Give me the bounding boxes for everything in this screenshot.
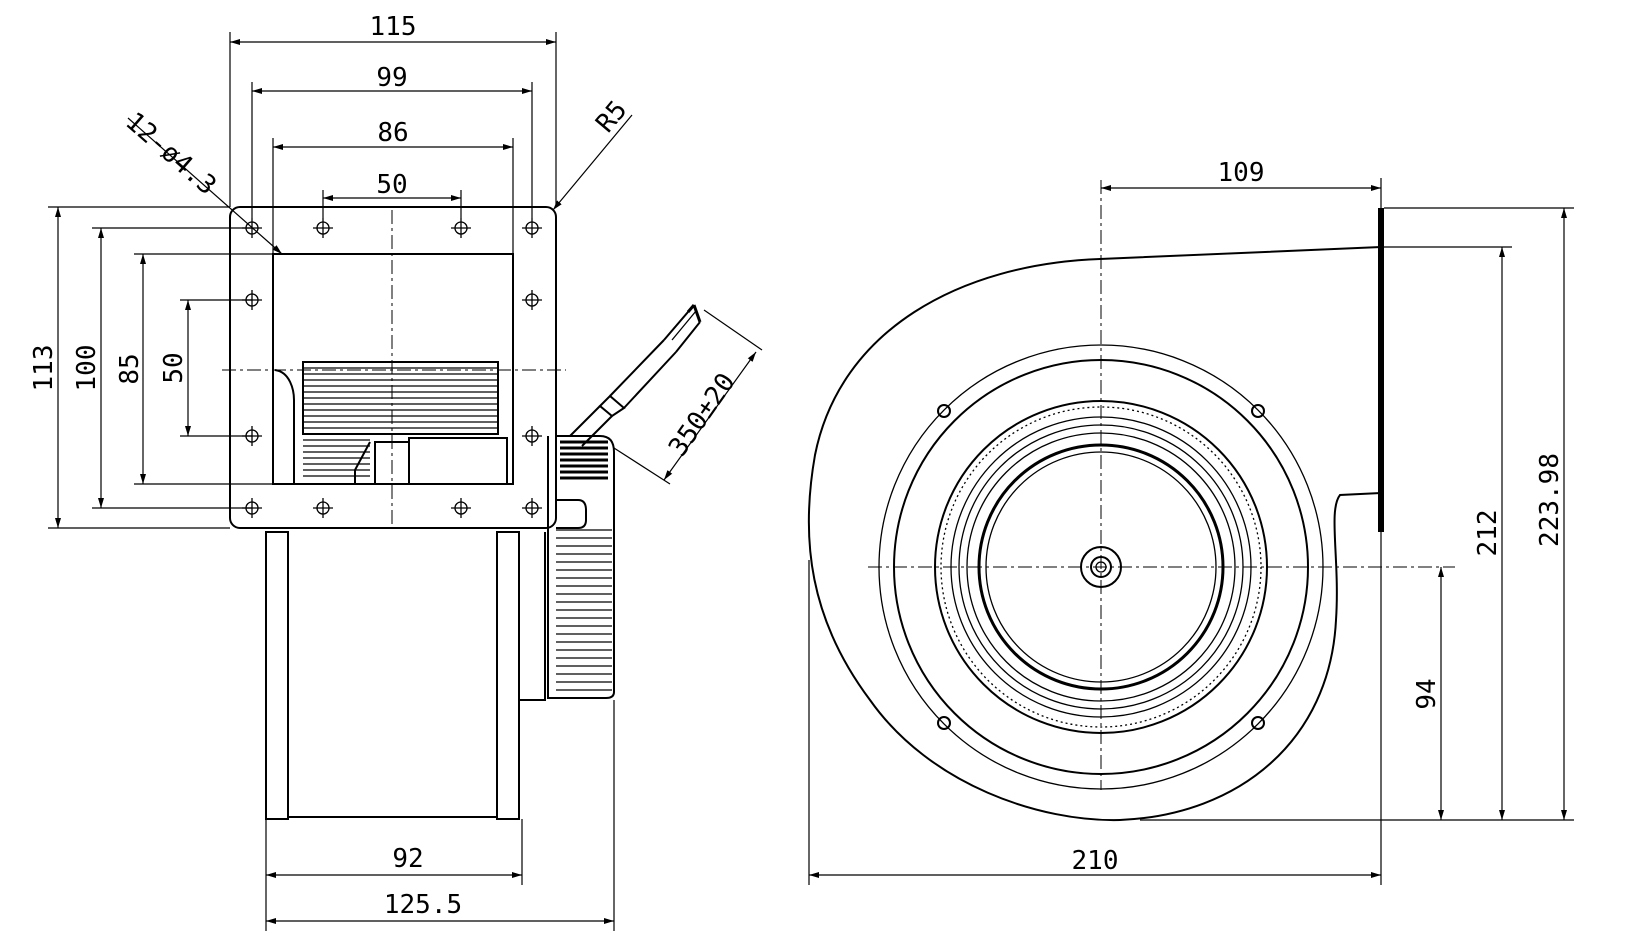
dim-100: 100 [72,227,252,509]
hole-icon [313,218,333,238]
dim-99: 99 [251,63,533,218]
dim-109-label: 109 [1218,158,1265,188]
hole-icon [522,290,542,310]
impeller-front [274,361,508,485]
dim-50-v-label: 50 [159,352,189,383]
hole-icon [522,218,542,238]
dim-92-label: 92 [392,844,423,874]
dim-86-label: 86 [377,118,408,148]
cable-length-label: 350±20 [663,368,741,462]
dim-50-h-label: 50 [376,170,407,200]
motor [547,435,615,699]
hole-icon [451,498,471,518]
scroll-housing [807,246,1382,822]
dim-125-5: 125.5 [265,700,615,931]
hole-icon [522,498,542,518]
dim-86: 86 [272,118,514,254]
radius-callout: R5 [552,95,633,211]
dim-94: 94 [1412,567,1444,820]
dim-85-label: 85 [115,353,145,384]
dim-94-label: 94 [1412,678,1442,709]
dim-85: 85 [115,253,273,485]
dim-99-label: 99 [376,63,407,93]
screw-hole-icon [937,404,951,418]
holes-callout: 12-ø4.3 [119,107,283,255]
dim-210: 210 [808,532,1382,885]
screw-hole-icon [937,716,951,730]
dim-92: 92 [265,819,523,885]
dim-113-label: 113 [29,345,59,392]
dim-113: 113 [29,206,230,529]
dim-115-label: 115 [370,12,417,42]
radius-note-label: R5 [590,95,633,138]
hole-icon [451,218,471,238]
dim-50-vertical: 50 [159,299,252,437]
screw-hole-icon [1251,404,1265,418]
dim-115: 115 [229,12,557,207]
dim-125-5-label: 125.5 [384,890,462,920]
dim-223-98: 223.98 [1384,207,1574,821]
dim-50-horizontal: 50 [322,170,462,218]
screw-hole-icon [1251,716,1265,730]
dim-223-98-label: 223.98 [1535,453,1565,547]
dim-100-label: 100 [72,345,102,392]
hole-icon [522,426,542,446]
side-view: 109 212 223.98 94 210 [807,158,1574,885]
dim-212: 212 [1140,246,1512,821]
mounting-holes [242,218,542,518]
mounting-flange [229,206,557,529]
outlet-opening [272,253,514,485]
hole-icon [313,498,333,518]
fan-housing-body [265,531,546,820]
dim-210-label: 210 [1072,846,1119,876]
dim-212-label: 212 [1473,510,1503,557]
holes-note-label: 12-ø4.3 [119,107,221,202]
front-view: 115 99 86 50 113 [29,12,763,931]
dim-109: 109 [1101,158,1382,208]
